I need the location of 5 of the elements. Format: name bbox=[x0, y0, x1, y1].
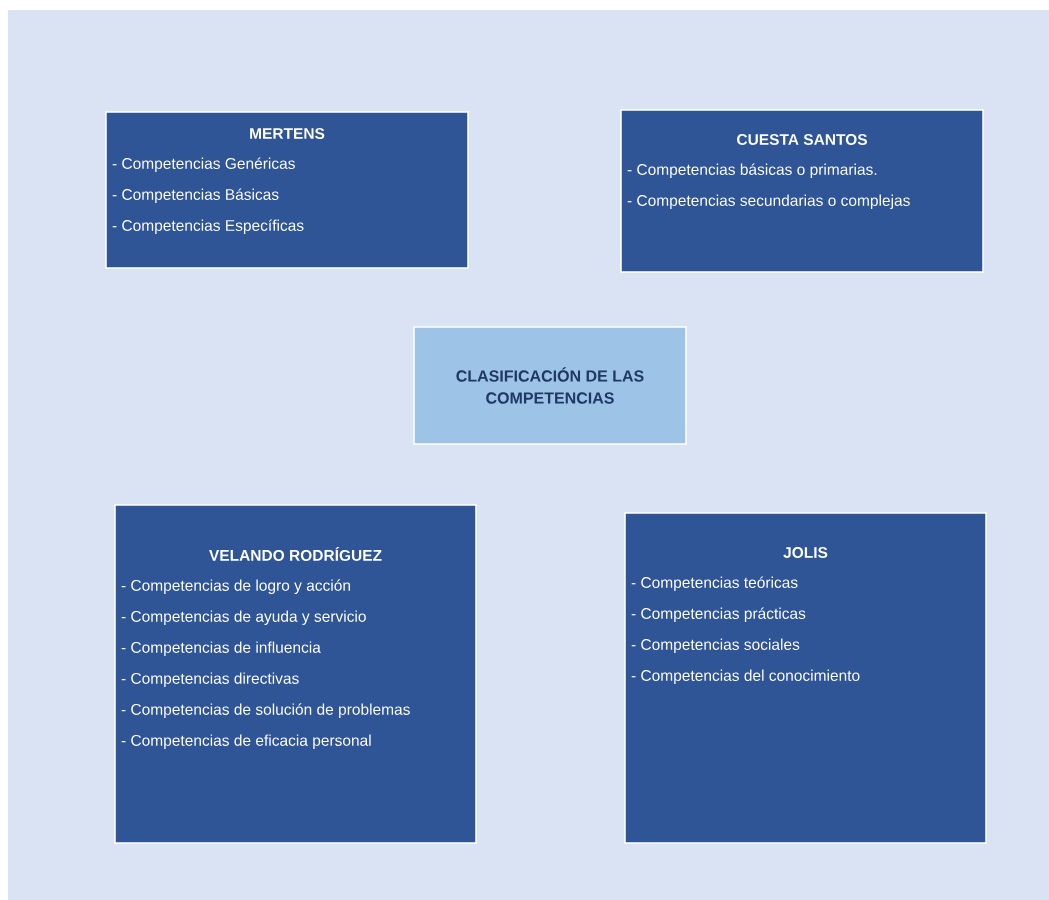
author-box: CUESTA SANTOS - Competencias básicas o primarias. - Competencias secundarias o complejas bbox=[620, 109, 984, 273]
author-box: VELANDO RODRÍGUEZ - Competencias de logro y acción - Competencias de ayuda y servicio - Competencias de influencia - Competencias directivas - Competencias de solución de problemas - Competencias de eficacia personal bbox=[114, 504, 477, 844]
author-box: JOLIS - Competencias teóricas - Competencias prácticas - Competencias sociales - Competencias del conocimiento bbox=[624, 512, 987, 844]
author-box: MERTENS - Competencias Genéricas - Competencias Básicas - Competencias Específicas bbox=[105, 111, 469, 269]
title-box: CLASIFICACIÓN DE LAS COMPETENCIAS bbox=[413, 326, 687, 445]
